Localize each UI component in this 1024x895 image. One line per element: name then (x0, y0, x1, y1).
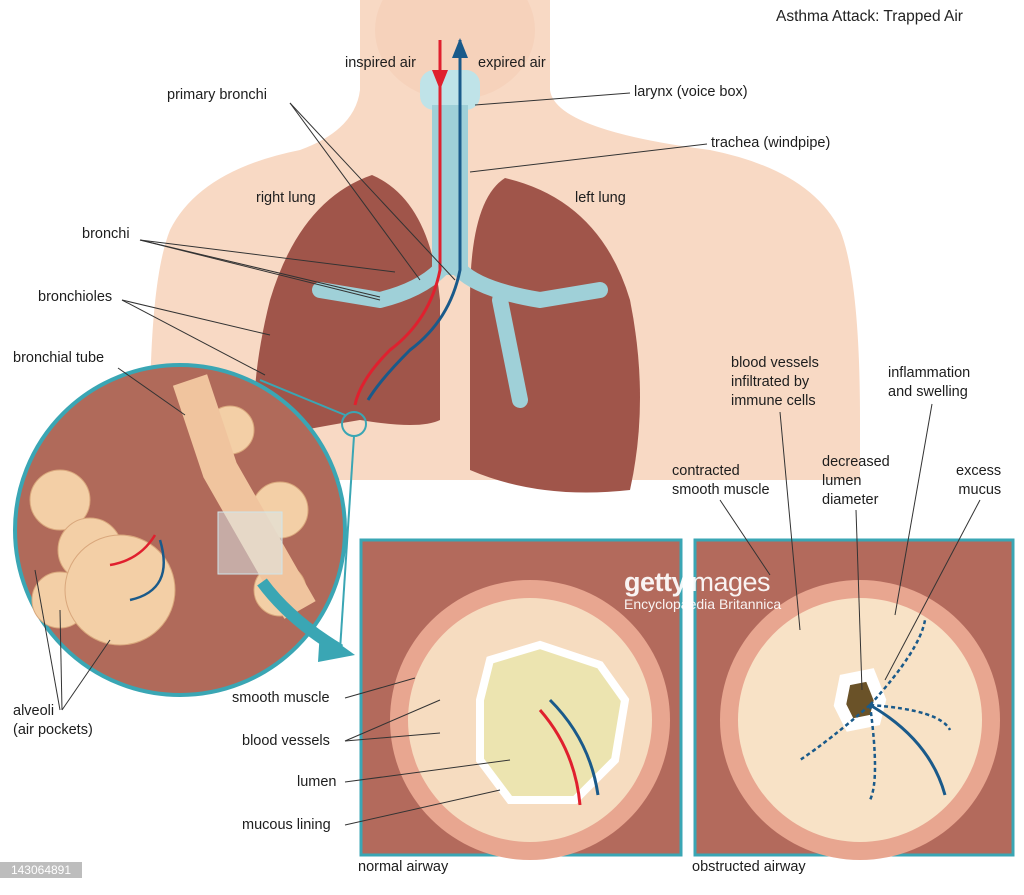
label-trachea: trachea (windpipe) (711, 135, 831, 151)
label-smooth-muscle: smooth muscle (232, 690, 330, 706)
image-id-badge: 143064891 (0, 862, 82, 878)
watermark-brand-bold: getty (624, 567, 687, 597)
label-line: diameter (822, 492, 879, 508)
label-bronchioles: bronchioles (38, 289, 113, 305)
face (375, 0, 535, 100)
inspired-arrowhead (432, 70, 448, 90)
label-expired-air: expired air (478, 55, 546, 71)
watermark-credit: Encyclopaedia Britannica (624, 596, 782, 612)
label-larynx: larynx (voice box) (634, 84, 748, 100)
diagram-title: Asthma Attack: Trapped Air (776, 8, 963, 25)
label-contracted-smooth-muscle: contracted smooth muscle (672, 462, 770, 500)
label-line: and swelling (888, 384, 968, 400)
label-line: mucus (958, 482, 1002, 498)
label-line: smooth muscle (672, 482, 770, 498)
label-line: lumen (822, 473, 862, 489)
label-right-lung: right lung (256, 190, 316, 206)
watermark-brand-light: images (686, 567, 771, 597)
label-line: contracted (672, 463, 740, 479)
label-bronchi: bronchi (82, 226, 130, 242)
label-blood-vessels-infiltrated: blood vessels infiltrated by immune cell… (731, 354, 819, 411)
watermark: gettyimages Encyclopaedia Britannica (624, 568, 781, 612)
label-left-lung: left lung (575, 190, 626, 206)
label-bronchial-tube: bronchial tube (13, 350, 105, 366)
left-lung-shape (470, 178, 640, 493)
zoom-box (217, 511, 283, 575)
label-obstructed-airway: obstructed airway (692, 859, 806, 875)
label-normal-airway: normal airway (358, 859, 449, 875)
label-lumen: lumen (297, 774, 337, 790)
obstructed-lumen (833, 668, 887, 732)
right-lung-shape (254, 175, 440, 440)
label-alveoli: alveoli (air pockets) (13, 702, 93, 740)
bronchi-shape (312, 262, 608, 408)
label-primary-bronchi: primary bronchi (167, 87, 267, 103)
inspired-air-arrow (353, 40, 442, 406)
label-excess-mucus: excess mucus (956, 462, 1001, 500)
label-inflammation: inflammation and swelling (888, 364, 970, 402)
label-line: excess (956, 463, 1002, 479)
label-mucous-lining: mucous lining (242, 817, 331, 833)
label-line: inflammation (888, 365, 971, 381)
leader-lines (34, 92, 981, 826)
expired-arrowhead (452, 38, 468, 58)
label-blood-vessels: blood vessels (242, 733, 330, 749)
label-alveoli-line1: alveoli (13, 703, 55, 719)
trachea-shape (432, 105, 468, 275)
label-line: infiltrated by (731, 374, 810, 390)
expired-air-arrow (366, 40, 462, 401)
watermark-logo: gettyimages (624, 568, 781, 596)
larynx-shape (420, 70, 480, 110)
label-line: blood vessels (731, 355, 819, 371)
label-decreased-lumen: decreased lumen diameter (822, 453, 890, 510)
normal-lumen (476, 640, 630, 804)
label-line: decreased (822, 454, 890, 470)
label-line: immune cells (731, 393, 816, 409)
label-inspired-air: inspired air (345, 55, 416, 71)
label-alveoli-line2: (air pockets) (13, 722, 93, 738)
